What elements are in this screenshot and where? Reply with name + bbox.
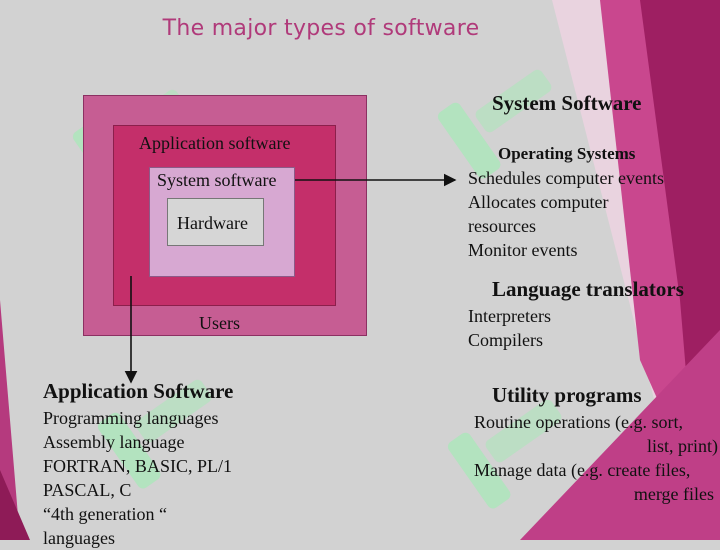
- bg-left-corner: [0, 470, 30, 540]
- users-label: Users: [199, 313, 240, 333]
- app-item-2: Assembly language: [43, 432, 185, 452]
- hardware-label: Hardware: [177, 213, 248, 233]
- system-item-2: Allocates computer: [468, 192, 609, 212]
- page-title: The major types of software: [162, 16, 480, 41]
- app-item-4: PASCAL, C: [43, 480, 132, 500]
- language-translators-heading: Language translators: [492, 277, 684, 301]
- app-item-6: languages: [43, 528, 115, 548]
- bg-left-sliver: [0, 300, 20, 540]
- system-item-3: resources: [468, 216, 536, 236]
- utility-line-4: merge files: [633, 484, 714, 504]
- application-software-label: Application software: [139, 133, 291, 153]
- app-item-1: Programming languages: [43, 408, 219, 428]
- translator-item-1: Interpreters: [468, 306, 551, 326]
- app-item-5: “4th generation “: [43, 504, 167, 524]
- system-item-4: Monitor events: [468, 240, 578, 260]
- translator-item-2: Compilers: [468, 330, 543, 350]
- hardware-box: [167, 198, 264, 246]
- utility-line-2: list, print): [647, 436, 718, 456]
- utility-line-1: Routine operations (e.g. sort,: [474, 412, 683, 432]
- system-item-1: Schedules computer events: [468, 168, 664, 188]
- operating-systems-subheading: Operating Systems: [498, 144, 636, 163]
- app-item-3: FORTRAN, BASIC, PL/1: [43, 456, 232, 476]
- system-software-heading: System Software: [492, 91, 642, 115]
- bg-bottom-wedge: [520, 330, 720, 540]
- application-software-heading: Application Software: [43, 379, 234, 403]
- system-software-label: System software: [157, 170, 277, 190]
- utility-line-3: Manage data (e.g. create files,: [474, 460, 691, 480]
- utility-programs-heading: Utility programs: [492, 383, 642, 407]
